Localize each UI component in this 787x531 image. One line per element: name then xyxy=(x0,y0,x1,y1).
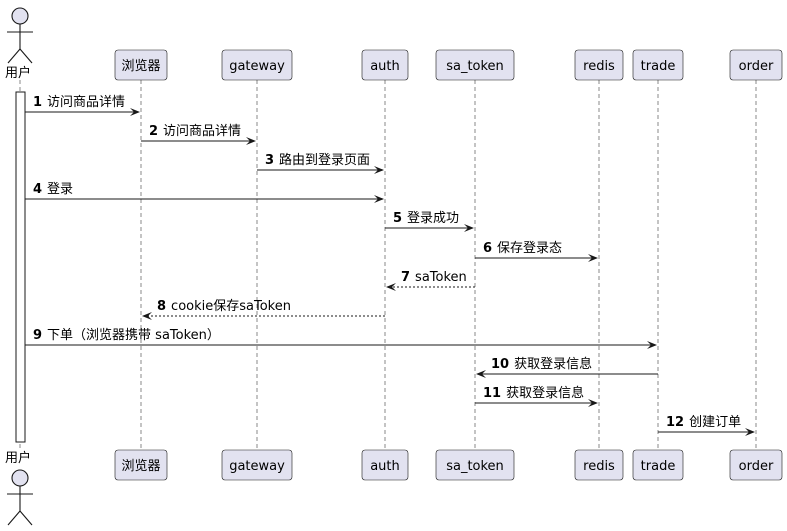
message-1: 1 访问商品详情 xyxy=(25,95,140,116)
message-number: 6 xyxy=(483,241,492,256)
message-11: 11 获取登录信息 xyxy=(475,385,598,407)
message-arrowhead-6 xyxy=(588,254,598,262)
participant-order-bottom: order xyxy=(729,449,783,481)
message-text: 获取登录信息 xyxy=(514,356,592,372)
participant-trade-bottom: trade xyxy=(632,449,684,481)
participant-label: order xyxy=(739,459,774,474)
message-arrowhead-3 xyxy=(374,166,384,174)
participant-label: gateway xyxy=(229,59,285,74)
actor-label-bottom: 用户 xyxy=(5,450,31,466)
message-label-4: 4 登录 xyxy=(33,182,73,197)
message-text: 下单（浏览器携带 saToken） xyxy=(47,327,220,343)
message-text: saToken xyxy=(415,270,467,285)
message-number: 12 xyxy=(666,415,684,430)
participant-browser-top: 浏览器 xyxy=(114,49,168,81)
message-arrowhead-9 xyxy=(647,341,657,349)
message-label-1: 1 访问商品详情 xyxy=(33,95,125,110)
participant-trade-top: trade xyxy=(632,49,684,81)
message-number: 1 xyxy=(33,95,42,110)
participant-label: auth xyxy=(370,459,400,474)
message-arrowhead-2 xyxy=(246,137,256,145)
message-10: 10 获取登录信息 xyxy=(476,356,658,378)
participant-label: sa_token xyxy=(446,59,504,74)
message-label-2: 2 访问商品详情 xyxy=(149,124,241,139)
participant-auth-bottom: auth xyxy=(361,449,409,481)
participant-label: sa_token xyxy=(446,459,504,474)
message-4: 4 登录 xyxy=(25,182,384,203)
message-arrowhead-7 xyxy=(386,283,396,291)
message-7: 7 saToken xyxy=(386,270,475,291)
message-number: 2 xyxy=(149,124,158,139)
message-arrowhead-10 xyxy=(476,370,486,378)
message-number: 9 xyxy=(33,328,42,343)
message-number: 5 xyxy=(393,211,402,226)
message-number: 10 xyxy=(491,357,509,372)
participant-sa_token-top: sa_token xyxy=(435,49,515,81)
message-number: 3 xyxy=(265,153,274,168)
message-label-9: 9 下单（浏览器携带 saToken） xyxy=(33,327,220,343)
message-12: 12 创建订单 xyxy=(658,415,755,436)
message-label-3: 3 路由到登录页面 xyxy=(265,152,370,168)
participant-label: gateway xyxy=(229,459,285,474)
message-text: 保存登录态 xyxy=(497,241,562,256)
actor-label-top: 用户 xyxy=(5,65,31,81)
message-text: 访问商品详情 xyxy=(163,124,241,139)
message-arrowhead-12 xyxy=(745,428,755,436)
message-number: 4 xyxy=(33,182,42,197)
participant-label: redis xyxy=(583,59,615,74)
message-number: 11 xyxy=(483,386,501,401)
message-label-7: 7 saToken xyxy=(401,270,467,285)
message-8: 8 cookie保存saToken xyxy=(142,299,385,320)
actor-user-top: 用户 xyxy=(5,7,33,81)
participant-browser-bottom: 浏览器 xyxy=(114,449,168,481)
participant-label: 浏览器 xyxy=(121,58,160,74)
message-label-12: 12 创建订单 xyxy=(666,415,741,430)
participant-redis-top: redis xyxy=(574,49,624,81)
activation-bar-user xyxy=(15,91,26,443)
participant-gateway-bottom: gateway xyxy=(221,449,293,481)
message-5: 5 登录成功 xyxy=(385,211,474,232)
message-arrowhead-5 xyxy=(464,224,474,232)
message-label-5: 5 登录成功 xyxy=(393,211,459,226)
message-arrowhead-11 xyxy=(588,399,598,407)
participant-label: trade xyxy=(641,459,676,474)
message-text: 获取登录信息 xyxy=(506,385,584,401)
participant-label: trade xyxy=(641,59,676,74)
participant-sa_token-bottom: sa_token xyxy=(435,449,515,481)
participant-label: 浏览器 xyxy=(121,458,160,474)
message-arrowhead-4 xyxy=(374,195,384,203)
message-text: 访问商品详情 xyxy=(47,95,125,110)
message-3: 3 路由到登录页面 xyxy=(257,152,384,174)
message-label-8: 8 cookie保存saToken xyxy=(157,299,291,314)
message-label-11: 11 获取登录信息 xyxy=(483,385,584,401)
participant-auth-top: auth xyxy=(361,49,409,81)
message-text: cookie保存saToken xyxy=(171,299,291,314)
participant-label: auth xyxy=(370,59,400,74)
message-9: 9 下单（浏览器携带 saToken） xyxy=(25,327,657,349)
message-text: 登录成功 xyxy=(407,211,459,226)
participant-order-top: order xyxy=(729,49,783,81)
participant-gateway-top: gateway xyxy=(221,49,293,81)
message-2: 2 访问商品详情 xyxy=(141,124,256,145)
participant-label: order xyxy=(739,59,774,74)
message-6: 6 保存登录态 xyxy=(475,241,598,262)
participant-label: redis xyxy=(583,459,615,474)
actor-user-bottom: 用户 xyxy=(5,450,33,526)
message-text: 路由到登录页面 xyxy=(279,152,370,168)
message-number: 7 xyxy=(401,270,410,285)
message-arrowhead-8 xyxy=(142,312,152,320)
message-label-6: 6 保存登录态 xyxy=(483,241,562,256)
participant-redis-bottom: redis xyxy=(574,449,624,481)
message-text: 登录 xyxy=(47,182,73,197)
message-text: 创建订单 xyxy=(689,415,741,430)
message-label-10: 10 获取登录信息 xyxy=(491,356,592,372)
message-arrowhead-1 xyxy=(130,108,140,116)
message-number: 8 xyxy=(157,299,166,314)
